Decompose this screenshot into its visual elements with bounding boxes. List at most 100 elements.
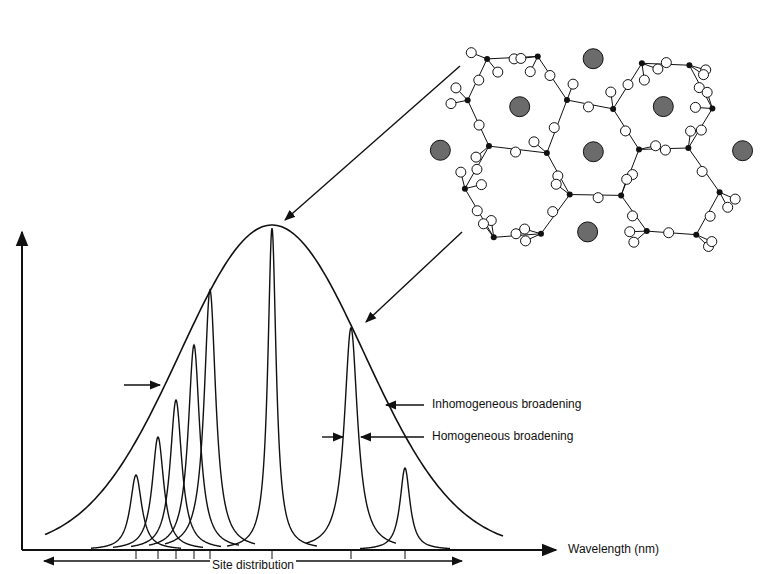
oxygen-atom [629,237,639,247]
site-tick [351,550,352,559]
oxygen-atom [516,53,526,63]
site-tick [136,550,137,559]
homogeneous-peak [165,290,255,544]
network-former [462,186,468,192]
oxygen-atom [705,211,715,221]
oxygen-atom [651,141,661,151]
dopant-ion [733,141,753,161]
oxygen-atom [707,237,717,247]
network-former [535,53,541,59]
oxygen-atom [697,166,707,176]
oxygen-atom [474,120,484,130]
network-former [544,150,550,156]
bond [465,146,489,189]
network-former [717,189,723,195]
leader-arrow [285,66,460,220]
bond [613,63,642,109]
oxygen-atom [622,174,632,184]
oxygen-atom [696,125,706,135]
dopant-ion [653,97,673,117]
dopant-ion [510,97,530,117]
dopant-ion [583,142,603,162]
oxygen-atom [545,70,555,80]
oxygen-atom [549,123,559,133]
bond [468,59,487,100]
oxygen-atom [548,207,558,217]
oxygen-atom [593,193,603,203]
inhomogeneous-arrow-left [124,384,160,385]
oxygen-atom [664,228,674,238]
oxygen-atom [474,75,484,85]
leader-arrow [366,232,462,322]
oxygen-atom [699,70,709,80]
oxygen-atom [620,126,630,136]
site-tick [158,550,159,559]
network-former [610,106,616,112]
dopant-ion [578,222,598,242]
dopant-ion [430,140,450,160]
network-former [486,143,492,149]
oxygen-atom [478,219,488,229]
bond [538,56,567,100]
network-former [636,146,642,152]
network-former [491,234,497,240]
homogeneous-peak [227,228,317,546]
bond [696,192,719,234]
homogeneous-peak [306,328,396,543]
homogeneous-peak [149,345,239,545]
oxygen-atom [551,179,561,189]
y-axis [21,232,23,550]
oxygen-atom [456,167,466,177]
homogeneous-arrow-right [361,436,424,437]
oxygen-atom [653,64,663,74]
oxygen-atom [628,211,638,221]
network-former [685,145,691,151]
oxygen-atom [583,102,593,112]
network-former [709,106,715,112]
site-tick [405,550,406,559]
network-former [567,192,573,198]
oxygen-atom [476,180,486,190]
bond [689,65,712,108]
site-tick [194,550,195,559]
network-former [644,228,650,234]
network-former [484,56,490,62]
network-former [686,62,692,68]
bond [547,153,570,195]
oxygen-atom [625,227,635,237]
oxygen-atom [639,75,649,85]
oxygen-atom [471,152,481,162]
oxygen-atom [511,147,521,157]
oxygen-atom [730,194,740,204]
site-tick [210,550,211,559]
bond [468,100,489,146]
oxygen-atom [529,137,539,147]
network-former [693,232,699,238]
network-former [538,231,544,237]
oxygen-atom [568,79,578,89]
glass-network [430,48,752,252]
oxygen-atom [723,202,733,212]
inhomogeneous-arrow-right [386,404,424,405]
x-axis [22,549,556,551]
site-tick [272,550,273,559]
homogeneous-label: Homogeneous broadening [430,430,575,443]
bond [621,195,647,231]
dopant-ion [583,49,603,69]
oxygen-atom [451,83,461,93]
oxygen-atom [521,236,531,246]
bond [613,109,639,150]
network-former [639,60,645,66]
oxygen-atom [660,145,670,155]
site-tick [176,550,177,559]
network-former [465,97,471,103]
inhomogeneous-label: Inhomogeneous broadening [430,398,583,411]
bond [621,149,639,195]
oxygen-atom [472,164,482,174]
site-distribution-label: Site distribution [210,559,296,572]
oxygen-atom [606,87,616,97]
network-former [618,192,624,198]
oxygen-atom [493,67,503,77]
oxygen-atom [472,206,482,216]
